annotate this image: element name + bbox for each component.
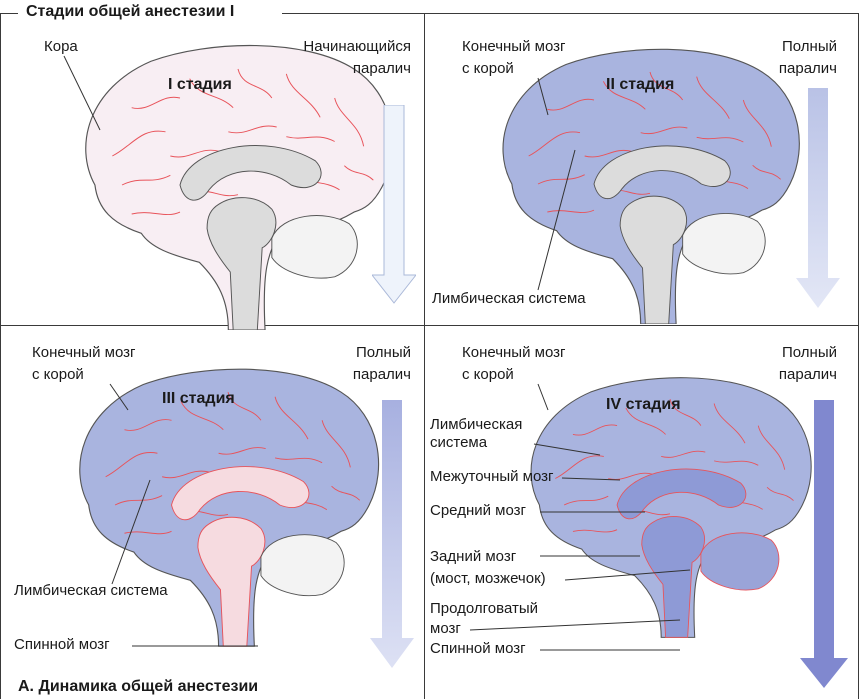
label-medulla-1: Продолговатый <box>430 598 538 620</box>
label-hindbrain-2: (мост, мозжечок) <box>430 568 546 590</box>
figure-title: Стадии общей анестезии I <box>18 3 242 21</box>
frame-left <box>0 13 1 699</box>
label-paralysis-4a: Полный <box>782 342 837 364</box>
label-paralysis-2b: паралич <box>779 58 837 80</box>
label-spinal-3: Спинной мозг <box>14 634 110 656</box>
stage-label-1: I стадия <box>168 76 232 94</box>
figure-caption: A. Динамика общей анестезии <box>14 678 262 696</box>
label-spinal-4: Спинной мозг <box>430 638 526 660</box>
label-limbic-4b: система <box>430 432 487 454</box>
label-hindbrain-1: Задний мозг <box>430 546 516 568</box>
label-telencephalon-2b: с корой <box>462 58 514 80</box>
label-medulla-2: мозг <box>430 618 461 640</box>
label-cortex: Кора <box>44 36 78 58</box>
label-telencephalon-4b: с корой <box>462 364 514 386</box>
label-telencephalon-4a: Конечный мозг <box>462 342 565 364</box>
stage-label-3: III стадия <box>162 390 235 408</box>
stage-label-4: IV стадия <box>606 396 681 414</box>
frame-top-left <box>0 13 18 14</box>
arrow-stage-4 <box>800 400 848 690</box>
label-paralysis-start-1: Начинающийся <box>303 36 411 58</box>
frame-center-vertical <box>424 13 425 699</box>
label-paralysis-2a: Полный <box>782 36 837 58</box>
stage-label-2: II стадия <box>606 76 674 94</box>
label-diencephalon: Межуточный мозг <box>430 466 554 488</box>
label-telencephalon-3a: Конечный мозг <box>32 342 135 364</box>
label-telencephalon-3b: с корой <box>32 364 84 386</box>
label-telencephalon-2a: Конечный мозг <box>462 36 565 58</box>
label-paralysis-4b: паралич <box>779 364 837 386</box>
label-paralysis-start-2: паралич <box>353 58 411 80</box>
label-midbrain: Средний мозг <box>430 500 526 522</box>
label-limbic-3: Лимбическая система <box>14 580 168 602</box>
arrow-stage-1 <box>372 105 416 305</box>
frame-top-right <box>282 13 859 14</box>
arrow-stage-3 <box>370 400 414 670</box>
label-paralysis-3a: Полный <box>356 342 411 364</box>
label-paralysis-3b: паралич <box>353 364 411 386</box>
brain-stage-1 <box>68 40 408 330</box>
label-limbic-2: Лимбическая система <box>432 288 586 310</box>
arrow-stage-2 <box>796 88 840 310</box>
